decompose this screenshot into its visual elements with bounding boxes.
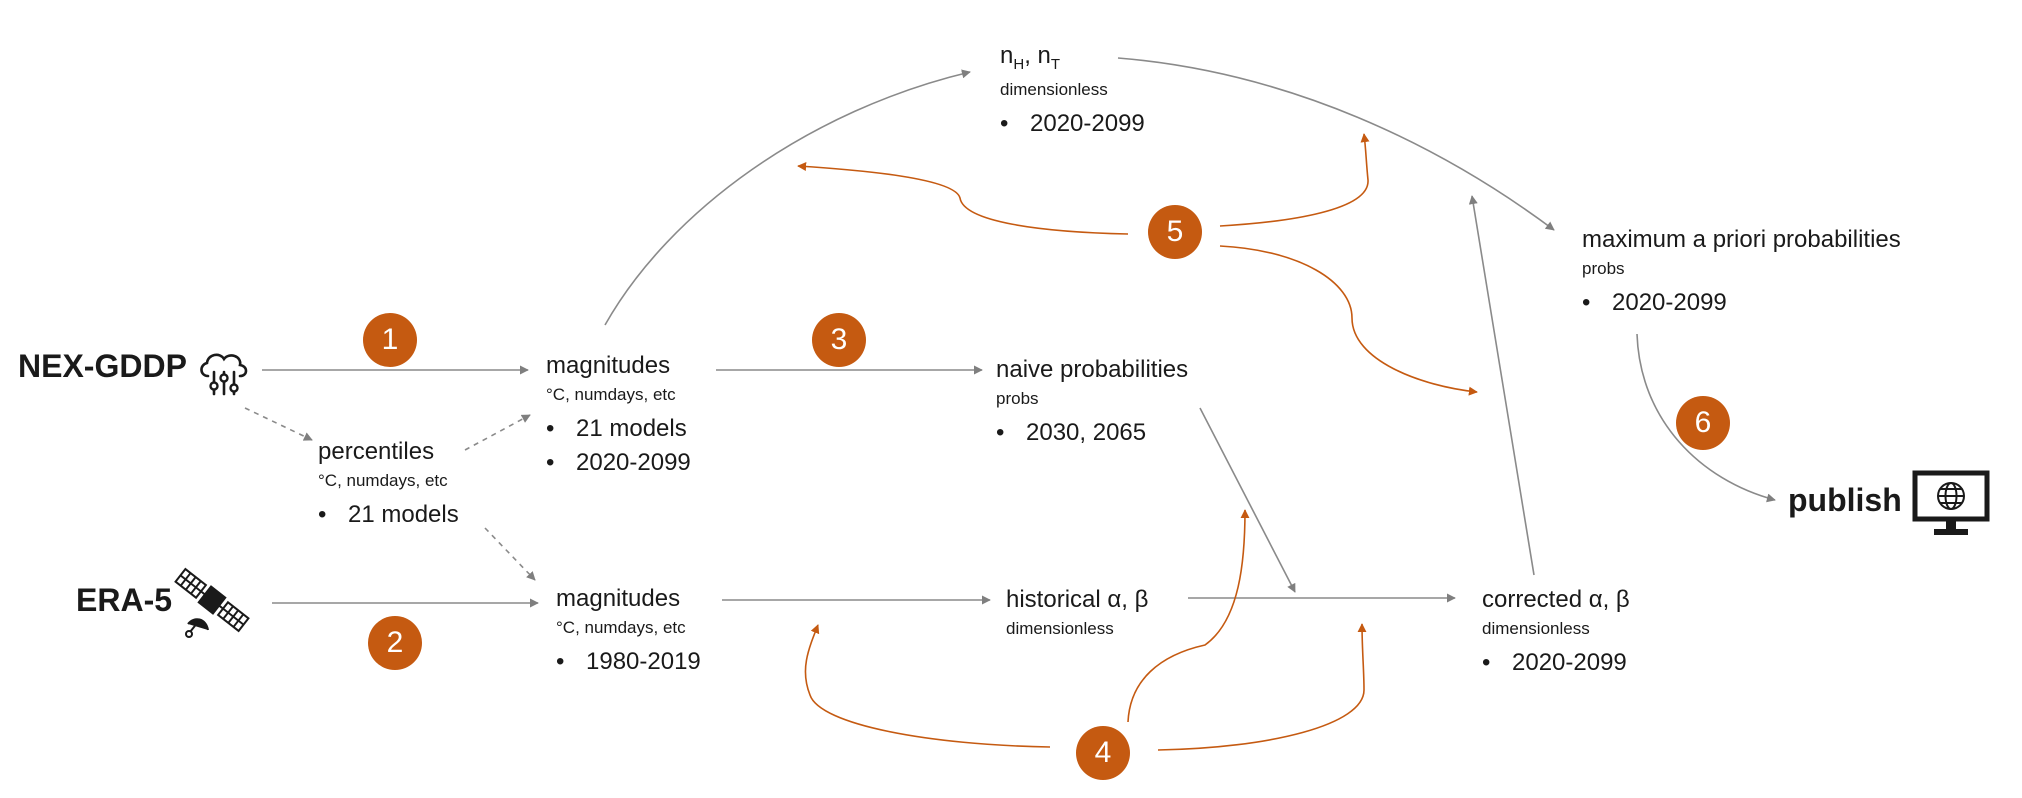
node-title: corrected α, β bbox=[1482, 586, 1630, 613]
step-badge-2: 2 bbox=[368, 616, 422, 670]
node-title: maximum a priori probabilities bbox=[1582, 226, 1901, 253]
cloud-sliders-icon bbox=[200, 353, 248, 396]
dashed-percentiles-to-hist-magnitudes bbox=[484, 527, 536, 581]
arrow-step5-to-n bbox=[1219, 133, 1370, 227]
node-n-values: nH, nT dimensionless 2020-2099 bbox=[1000, 42, 1145, 141]
node-unit: dimensionless bbox=[1482, 619, 1590, 638]
node-unit: °C, numdays, etc bbox=[546, 385, 676, 404]
node-unit: dimensionless bbox=[1000, 79, 1108, 99]
arrow-naive-to-corrected bbox=[1199, 407, 1296, 593]
node-title: historical α, β bbox=[1006, 586, 1149, 613]
list-item: 21 models bbox=[318, 498, 459, 532]
arrow-step4-to-hist-magnitudes bbox=[804, 624, 1051, 748]
arrow-magnitudes-to-n bbox=[604, 69, 971, 326]
node-corrected-alpha-beta: corrected α, β dimensionless 2020-2099 bbox=[1482, 586, 1630, 680]
node-unit: dimensionless bbox=[1006, 619, 1114, 638]
dashed-nex-to-percentiles bbox=[244, 407, 313, 441]
list-item: 2030, 2065 bbox=[996, 416, 1188, 450]
list-item: 2020-2099 bbox=[1000, 107, 1145, 141]
dashed-percentiles-to-magnitudes bbox=[464, 414, 531, 451]
node-naive-probabilities: naive probabilities probs 2030, 2065 bbox=[996, 356, 1188, 450]
step-badge-6: 6 bbox=[1676, 396, 1730, 450]
arrow-step5-to-corrected bbox=[1219, 245, 1478, 396]
node-unit: °C, numdays, etc bbox=[318, 471, 448, 490]
node-unit: °C, numdays, etc bbox=[556, 618, 686, 637]
node-title: magnitudes bbox=[556, 585, 681, 612]
node-title: magnitudes bbox=[546, 352, 671, 379]
node-unit: probs bbox=[1582, 259, 1625, 278]
node-unit: probs bbox=[996, 389, 1039, 408]
satellite-icon bbox=[174, 567, 250, 638]
arrow-n-to-map bbox=[1117, 57, 1555, 231]
source-era5: ERA-5 bbox=[76, 582, 173, 618]
list-item: 2020-2099 bbox=[1582, 286, 1901, 320]
arrow-corrected-to-map bbox=[1468, 195, 1535, 576]
node-items: 21 models 2020-2099 bbox=[546, 412, 691, 480]
node-title: naive probabilities bbox=[996, 356, 1189, 383]
arrow-map-to-publish bbox=[1636, 333, 1776, 503]
node-magnitudes-historical: magnitudes °C, numdays, etc 1980-2019 bbox=[556, 585, 701, 679]
node-items: 2020-2099 bbox=[1000, 107, 1145, 141]
list-item: 2020-2099 bbox=[1482, 646, 1630, 680]
arrow-step5-to-magnitudes bbox=[797, 162, 1129, 235]
node-magnitudes-future: magnitudes °C, numdays, etc 21 models 20… bbox=[546, 352, 691, 480]
publish-label: publish bbox=[1788, 482, 1902, 518]
node-title: nH, nT bbox=[1000, 42, 1061, 73]
node-items: 21 models bbox=[318, 498, 459, 532]
list-item: 21 models bbox=[546, 412, 691, 446]
node-title: percentiles bbox=[318, 438, 435, 465]
node-historical-alpha-beta: historical α, β dimensionless bbox=[1006, 586, 1148, 640]
step-badge-4: 4 bbox=[1076, 726, 1130, 780]
step-badge-5: 5 bbox=[1148, 205, 1202, 259]
source-nex-gddp: NEX-GDDP bbox=[18, 348, 187, 384]
list-item: 2020-2099 bbox=[546, 446, 691, 480]
node-items: 2020-2099 bbox=[1582, 286, 1901, 320]
arrow-step4-to-corrected bbox=[1157, 623, 1367, 751]
list-item: 1980-2019 bbox=[556, 645, 701, 679]
node-map-probabilities: maximum a priori probabilities probs 202… bbox=[1582, 226, 1901, 320]
step-badge-1: 1 bbox=[363, 313, 417, 367]
node-percentiles: percentiles °C, numdays, etc 21 models bbox=[318, 438, 459, 532]
step-badge-3: 3 bbox=[812, 313, 866, 367]
arrow-step4-to-naive bbox=[1127, 509, 1250, 723]
node-items: 2020-2099 bbox=[1482, 646, 1630, 680]
node-items: 1980-2019 bbox=[556, 645, 701, 679]
node-items: 2030, 2065 bbox=[996, 416, 1188, 450]
monitor-globe-icon bbox=[1912, 470, 1990, 535]
